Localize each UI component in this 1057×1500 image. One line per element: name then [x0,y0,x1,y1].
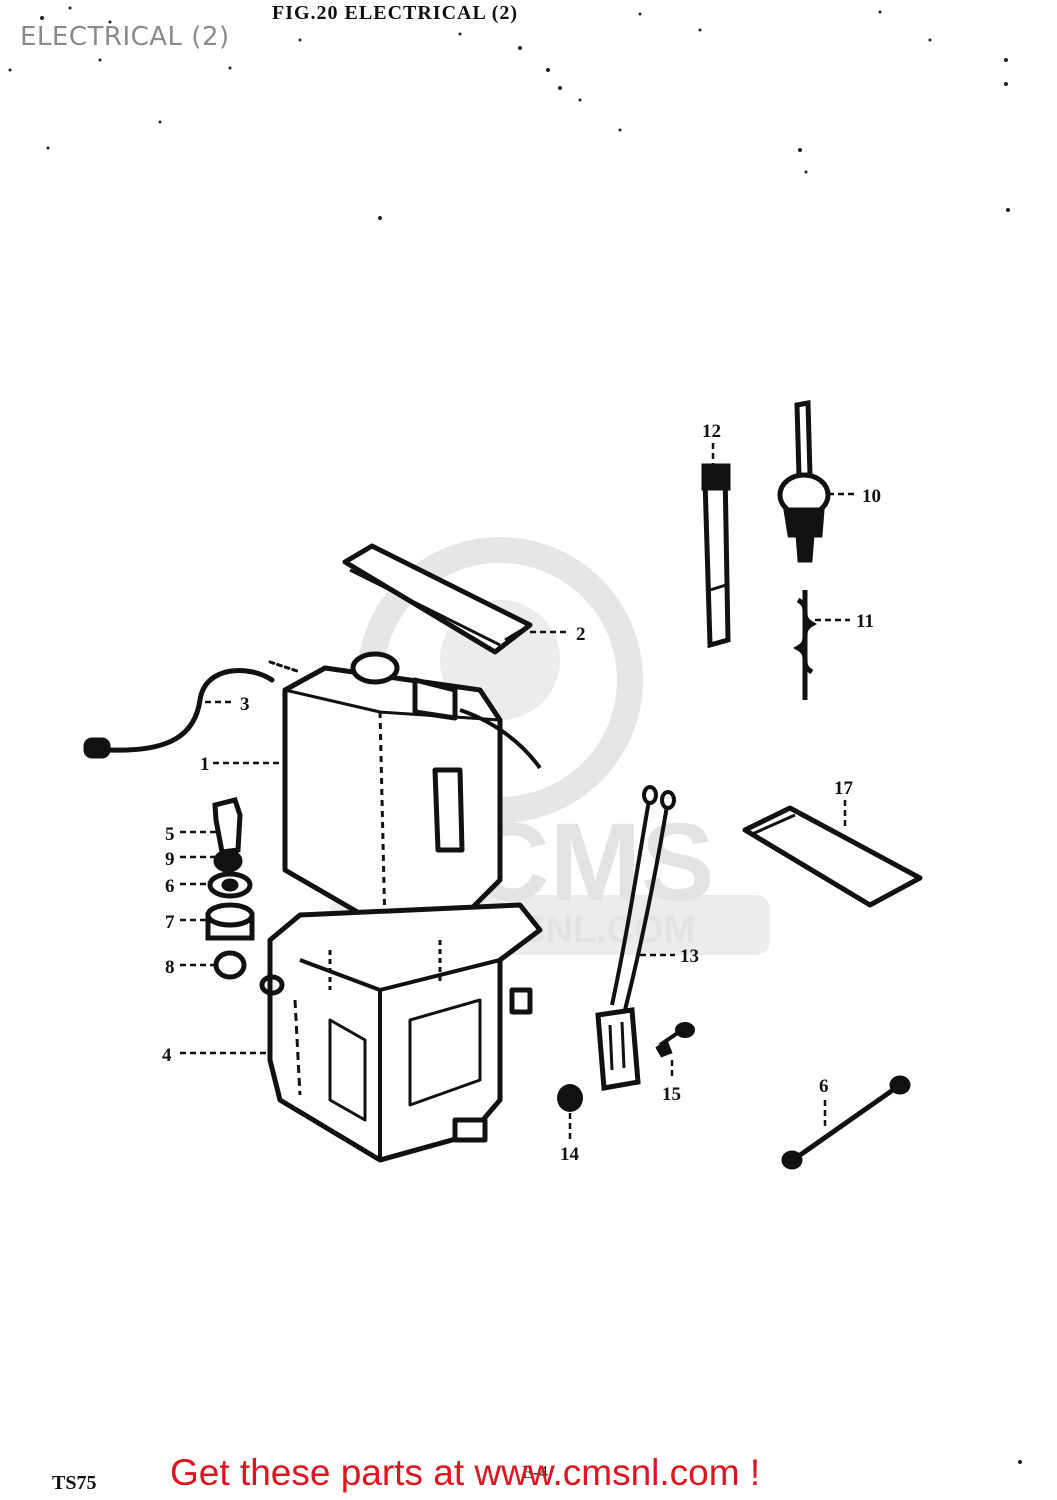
part-1-battery [282,651,542,931]
part-10-switch [777,400,831,563]
label-part-10: 10 [862,486,881,507]
label-part-6a: 6 [165,876,175,897]
label-part-3: 3 [240,694,250,715]
label-part-14: 14 [560,1144,580,1165]
label-part-9: 9 [165,849,175,870]
part-12-tube [701,463,731,649]
part-13-harness [595,785,676,1091]
part-11-spring [792,590,818,700]
label-part-2: 2 [576,624,586,645]
page-title: ELECTRICAL (2) [20,22,230,52]
figure-heading: FIG.20 ELECTRICAL (2) [272,2,519,24]
label-part-1: 1 [200,754,210,775]
part-3-cable [83,660,302,759]
part-4-battery-holder [259,902,543,1163]
label-part-4: 4 [162,1045,172,1066]
label-part-15: 15 [662,1084,681,1105]
label-part-17: 17 [834,778,854,799]
label-part-6b: 6 [819,1076,829,1097]
label-part-13: 13 [680,946,699,967]
label-part-5: 5 [165,824,175,845]
part-15-screw [655,1022,695,1058]
part-stack-5-9-6-7-8 [205,797,255,980]
cta-link[interactable]: Get these parts at www.cmsnl.com ! [170,1452,761,1493]
part-6-rod [781,1075,911,1170]
scan-specks [8,6,1022,1464]
page-number: E-4 [522,1462,548,1482]
model-code: TS75 [52,1472,97,1494]
leader-lines [180,443,858,1140]
part-2-battery-pad [342,543,533,655]
part-17-pad [742,805,923,908]
label-part-11: 11 [856,611,874,632]
part-14-cap [557,1084,583,1112]
label-part-12: 12 [702,421,721,442]
label-part-7: 7 [165,912,175,933]
label-part-8: 8 [165,957,175,978]
part-number-labels: 1 2 3 5 9 6 7 8 4 12 10 11 17 13 15 14 6 [162,421,881,1165]
